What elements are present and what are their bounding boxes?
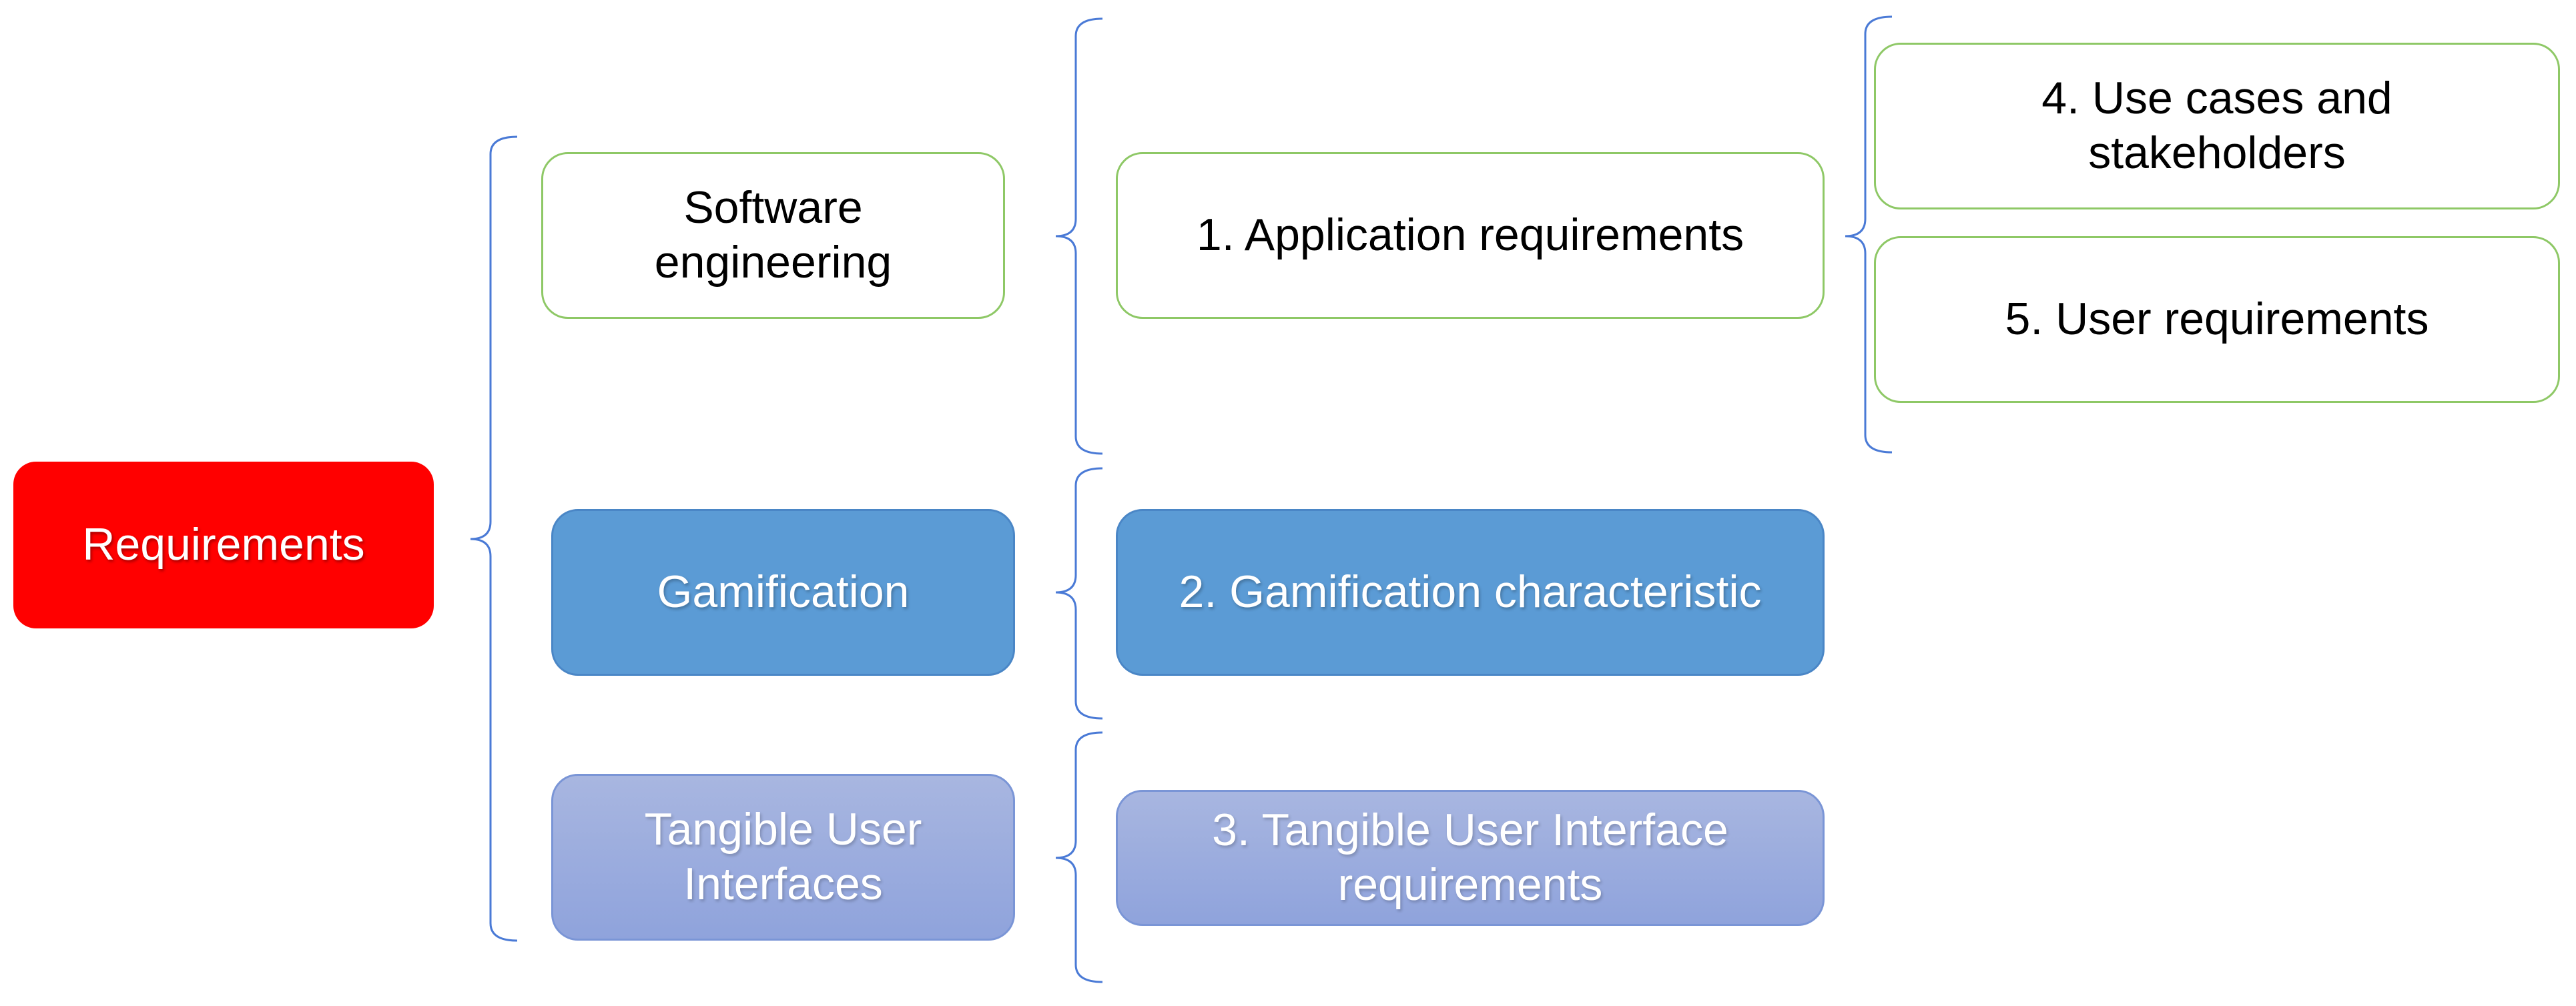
bracket-gamification: [1055, 467, 1103, 720]
node-software-engineering: Software engineering: [541, 152, 1005, 319]
node-requirements: Requirements: [13, 462, 434, 628]
node-application-requirements: 1. Application requirements: [1116, 152, 1825, 319]
bracket-software-engineering: [1055, 17, 1103, 455]
node-gamification-characteristic: 2. Gamification characteristic: [1116, 509, 1825, 676]
node-tui-requirements: 3. Tangible User Interface requirements: [1116, 790, 1825, 926]
node-gamification: Gamification: [551, 509, 1015, 676]
node-tangible-user-interfaces: Tangible User Interfaces: [551, 774, 1015, 941]
bracket-tangible-user-interfaces: [1055, 731, 1103, 983]
node-user-requirements: 5. User requirements: [1874, 236, 2560, 403]
node-use-cases-stakeholders: 4. Use cases and stakeholders: [1874, 43, 2560, 209]
bracket-application-requirements: [1845, 15, 1893, 454]
bracket-requirements: [470, 135, 518, 942]
